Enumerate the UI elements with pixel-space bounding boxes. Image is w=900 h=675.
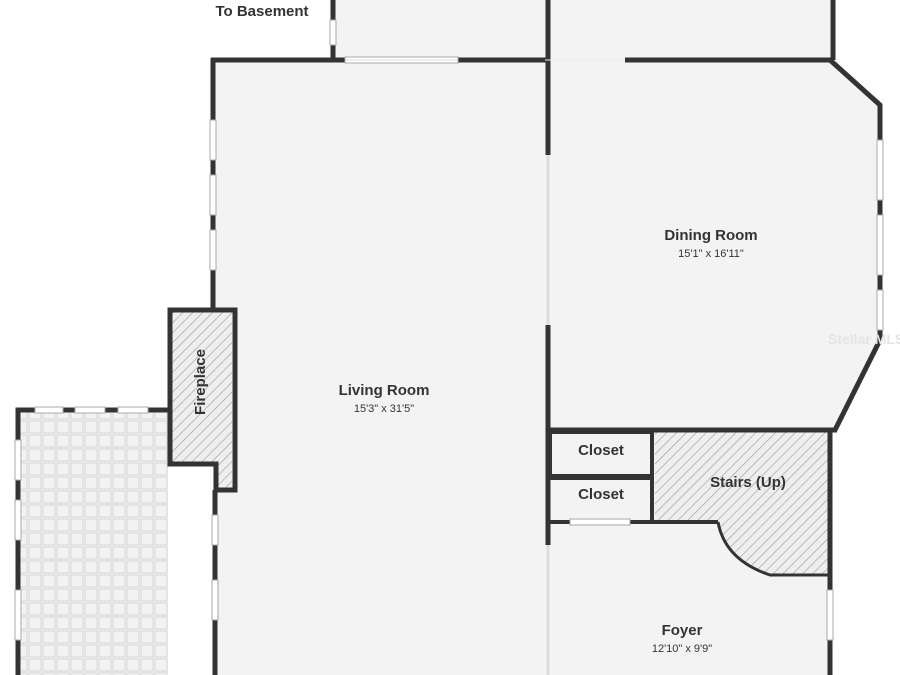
closet-label: Closet: [578, 442, 624, 459]
stairs-label: Stairs (Up): [710, 474, 786, 491]
dining-room-dims: 15'1" x 16'11": [678, 248, 744, 260]
watermark: Stellar MLS: [828, 331, 900, 347]
living-room-name: Living Room: [339, 382, 430, 399]
closet-label: Closet: [578, 486, 624, 503]
foyer-dims: 12'10" x 9'9": [652, 643, 712, 655]
walls: [15, 0, 883, 675]
dining-room-floor: [548, 60, 880, 430]
patio-floor: [20, 412, 168, 675]
stairs: [655, 432, 828, 575]
fireplace-label: Fireplace: [192, 349, 209, 415]
dining-room-name: Dining Room: [664, 227, 757, 244]
basement-label: To Basement: [215, 3, 308, 20]
fireplace: [172, 312, 232, 488]
upper-hall-floor: [335, 0, 830, 60]
foyer-name: Foyer: [662, 622, 703, 639]
living-room-dims: 15'3" x 31'5": [354, 403, 414, 415]
living-room-floor: [213, 60, 548, 675]
